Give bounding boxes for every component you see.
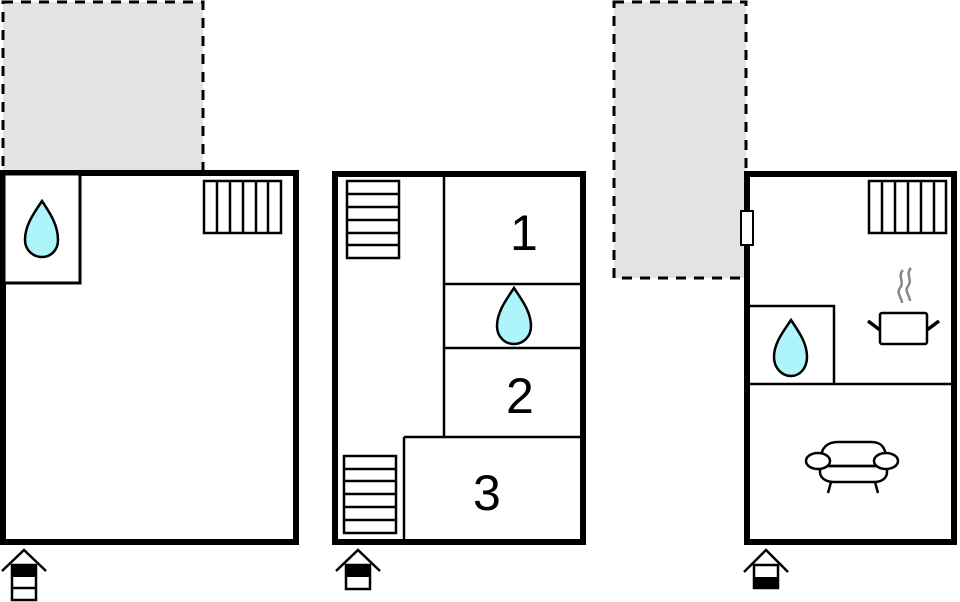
door-icon [740, 210, 754, 246]
staircase-icon [202, 179, 283, 235]
water-drop-icon [495, 285, 533, 346]
entrance-marker-icon [1, 548, 47, 602]
cooking-pot-icon [866, 267, 941, 346]
floor-left [0, 0, 299, 602]
staircase-icon [345, 179, 401, 260]
room-3-label: 3 [473, 465, 501, 521]
entrance-marker-icon [743, 548, 789, 590]
entrance-marker-icon [335, 548, 381, 591]
floor-middle: 1 2 3 [332, 171, 586, 591]
sofa-icon [804, 440, 900, 494]
terrace-area [1, 0, 205, 174]
room-1-label: 1 [510, 205, 538, 261]
staircase-icon [342, 454, 398, 535]
water-drop-icon [23, 198, 60, 259]
terrace-area [612, 0, 748, 280]
floor-right [612, 0, 957, 590]
staircase-icon [867, 179, 948, 235]
room-2-label: 2 [506, 368, 534, 424]
water-drop-icon [772, 317, 809, 378]
